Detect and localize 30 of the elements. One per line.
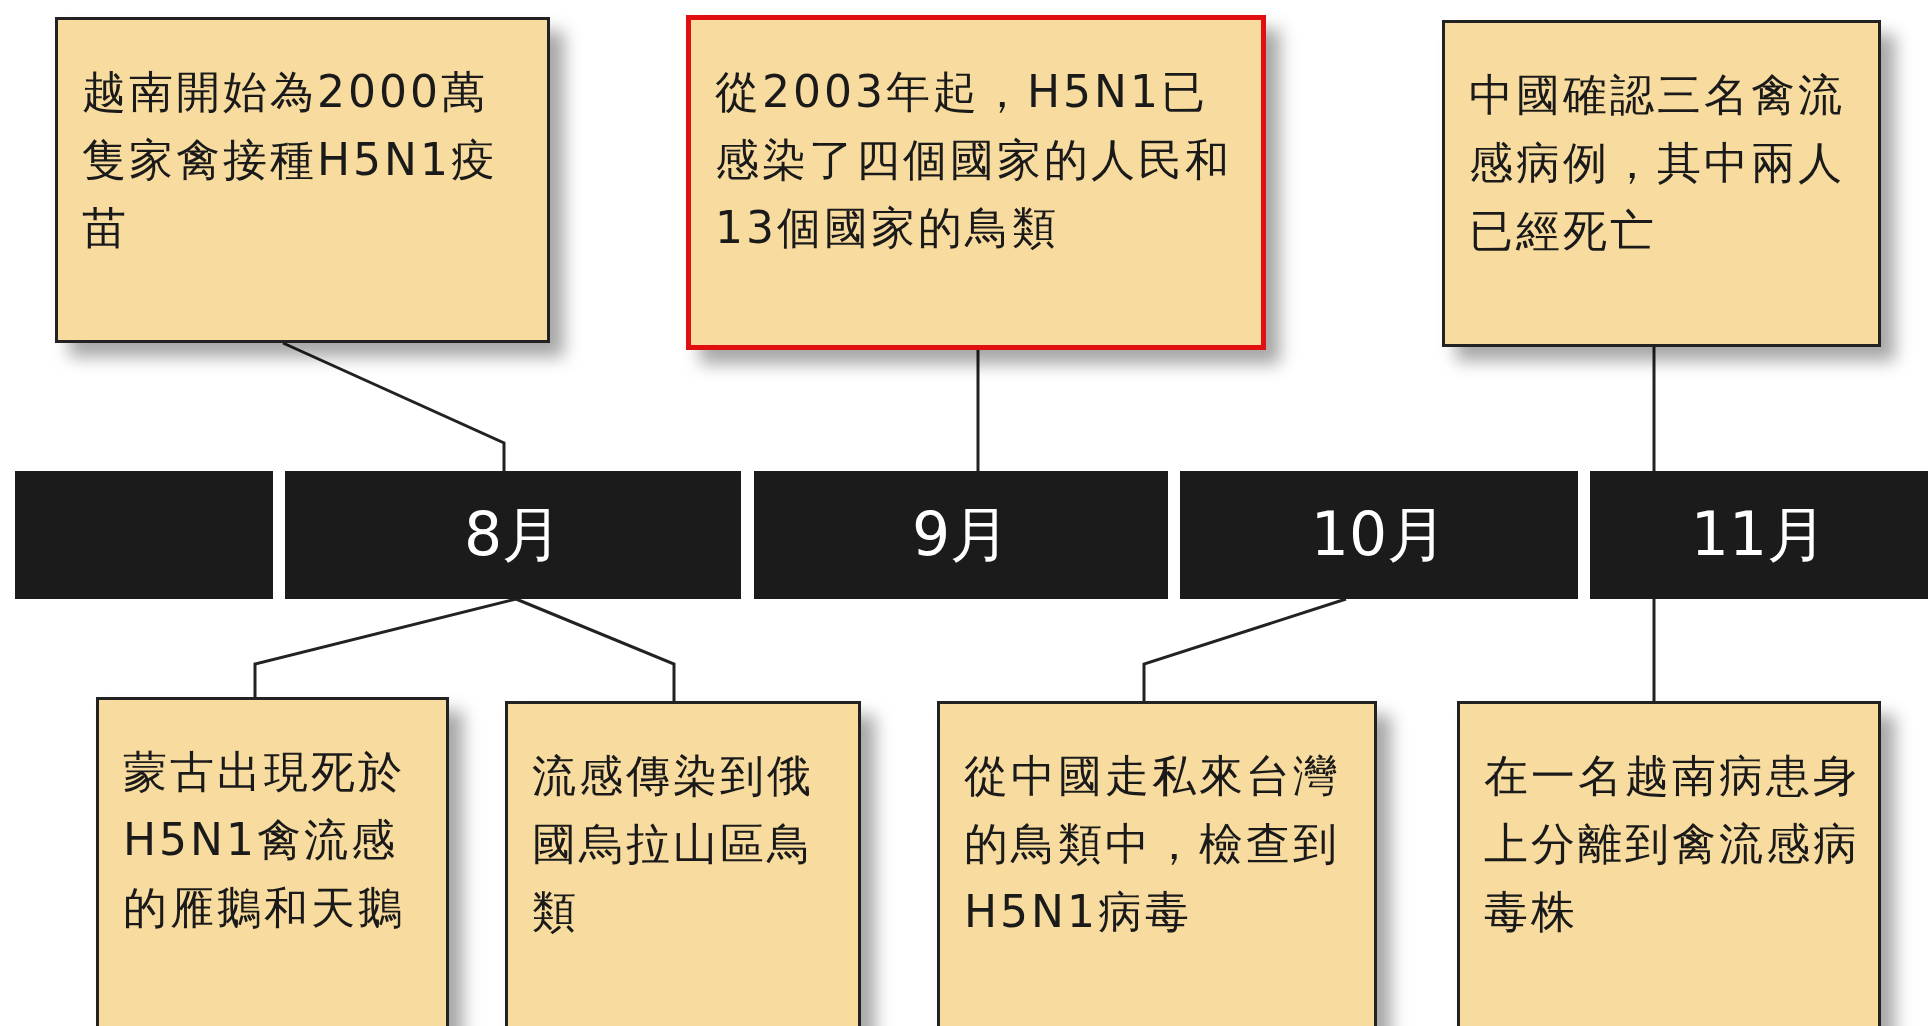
leader-line (1142, 597, 1347, 701)
event-box (96, 697, 449, 1026)
timeline-segment (285, 471, 741, 599)
event-box (686, 15, 1266, 350)
month-label: 11月 (1690, 497, 1828, 571)
event-box (1457, 701, 1881, 1026)
event-text: 在一名越南病患身上分離到禽流感病毒株 (1484, 749, 1861, 939)
event-text: 從2003年起，H5N1已感染了四個國家的人民和13個國家的鳥類 (715, 65, 1233, 255)
event-text: 從中國走私來台灣的鳥類中，檢查到H5N1病毒 (964, 749, 1341, 939)
month-label: 8月 (463, 497, 563, 571)
timeline-segment (1180, 471, 1578, 599)
event-text: 流感傳染到俄國烏拉山區鳥類 (532, 749, 815, 939)
leader-line (515, 597, 676, 701)
leader-line (282, 341, 506, 471)
leader-line (1652, 347, 1656, 471)
event-box (55, 17, 550, 343)
month-label: 10月 (1310, 497, 1448, 571)
event-box (505, 701, 861, 1026)
leader-line (1652, 599, 1656, 701)
leader-line (253, 597, 517, 697)
month-label: 9月 (911, 497, 1011, 571)
timeline-bar (15, 471, 273, 599)
leader-line (976, 350, 980, 471)
event-box (1442, 20, 1881, 347)
event-text: 中國確認三名禽流感病例，其中兩人已經死亡 (1469, 68, 1846, 258)
event-box (937, 701, 1377, 1026)
event-text: 蒙古出現死於H5N1禽流感的雁鵝和天鵝 (123, 745, 406, 935)
event-text: 越南開始為2000萬隻家禽接種H5N1疫苗 (82, 65, 499, 255)
timeline-segment (754, 471, 1168, 599)
timeline-segment (1590, 471, 1928, 599)
